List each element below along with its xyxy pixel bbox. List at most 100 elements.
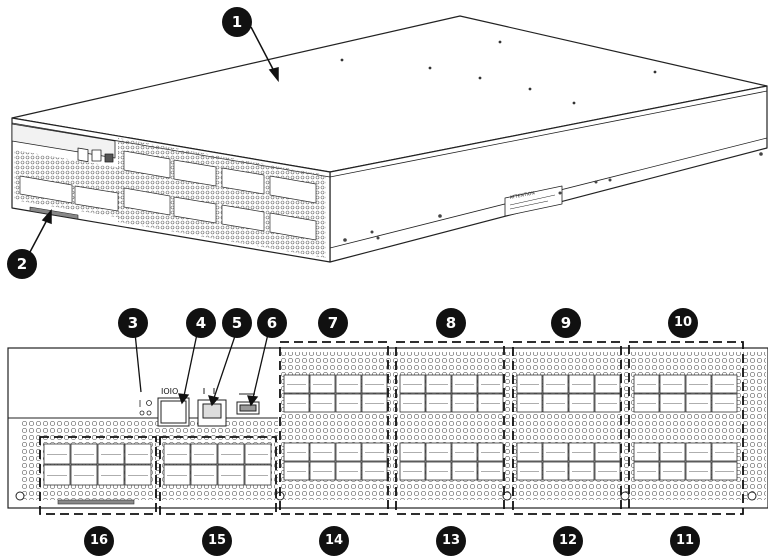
sfp-port bbox=[361, 461, 388, 481]
sfp-port bbox=[477, 374, 504, 394]
sfp-port bbox=[516, 442, 543, 462]
sfp-port bbox=[244, 443, 272, 465]
sfp-port bbox=[711, 393, 738, 413]
sfp-ports bbox=[43, 374, 738, 486]
callout-15: 15 bbox=[202, 526, 232, 556]
sfp-port bbox=[361, 442, 388, 462]
callout-6: 6 bbox=[257, 308, 287, 338]
sfp-port bbox=[399, 374, 426, 394]
sfp-port bbox=[309, 374, 336, 394]
sfp-port bbox=[451, 442, 478, 462]
sfp-port bbox=[477, 461, 504, 481]
sfp-port bbox=[190, 443, 218, 465]
callout-10: 10 bbox=[668, 308, 698, 338]
sfp-port bbox=[70, 443, 98, 465]
sfp-port bbox=[451, 461, 478, 481]
sfp-port bbox=[217, 443, 245, 465]
sfp-port bbox=[335, 374, 362, 394]
attention-label bbox=[504, 185, 563, 217]
sfp-port bbox=[43, 464, 71, 486]
sfp-port bbox=[43, 443, 71, 465]
sfp-port bbox=[568, 374, 595, 394]
sfp-port bbox=[594, 442, 621, 462]
sfp-port bbox=[633, 374, 660, 394]
isometric-port-blocks bbox=[19, 150, 317, 241]
sfp-port bbox=[361, 374, 388, 394]
sfp-port bbox=[568, 393, 595, 413]
sfp-port bbox=[711, 461, 738, 481]
sfp-port bbox=[685, 442, 712, 462]
management-port bbox=[157, 397, 190, 427]
sfp-port bbox=[594, 461, 621, 481]
callout-9: 9 bbox=[551, 308, 581, 338]
port-group-16 bbox=[39, 436, 157, 515]
callout-8: 8 bbox=[436, 308, 466, 338]
sfp-port bbox=[542, 442, 569, 462]
sfp-port bbox=[568, 442, 595, 462]
sfp-port bbox=[477, 393, 504, 413]
sfp-port bbox=[451, 374, 478, 394]
sfp-port bbox=[399, 442, 426, 462]
callout-13: 13 bbox=[436, 526, 466, 556]
sfp-port bbox=[399, 393, 426, 413]
sfp-port bbox=[516, 461, 543, 481]
sfp-port bbox=[217, 464, 245, 486]
sfp-port bbox=[283, 374, 310, 394]
sfp-port bbox=[542, 461, 569, 481]
callout-14: 14 bbox=[319, 526, 349, 556]
callout-5: 5 bbox=[222, 308, 252, 338]
sfp-port bbox=[283, 393, 310, 413]
port-group-10-11 bbox=[628, 341, 744, 515]
sfp-port bbox=[425, 461, 452, 481]
sfp-port bbox=[335, 461, 362, 481]
sfp-port bbox=[97, 443, 125, 465]
sfp-port bbox=[425, 374, 452, 394]
sfp-port bbox=[97, 464, 125, 486]
sfp-port bbox=[335, 393, 362, 413]
sfp-port bbox=[568, 461, 595, 481]
sfp-port bbox=[283, 461, 310, 481]
sfp-port bbox=[659, 374, 686, 394]
sfp-port bbox=[124, 443, 152, 465]
sfp-port bbox=[633, 442, 660, 462]
callout-16: 16 bbox=[84, 526, 114, 556]
sfp-port bbox=[685, 374, 712, 394]
sfp-port bbox=[309, 393, 336, 413]
callout-7: 7 bbox=[318, 308, 348, 338]
sfp-port bbox=[124, 464, 152, 486]
sfp-port bbox=[516, 374, 543, 394]
sfp-port bbox=[633, 461, 660, 481]
sfp-port bbox=[659, 393, 686, 413]
sfp-port bbox=[594, 374, 621, 394]
sfp-port bbox=[163, 464, 191, 486]
sfp-port bbox=[335, 442, 362, 462]
callout-12: 12 bbox=[553, 526, 583, 556]
sfp-port bbox=[542, 393, 569, 413]
sfp-port bbox=[477, 442, 504, 462]
sfp-port bbox=[70, 464, 98, 486]
callout-1: 1 bbox=[222, 7, 252, 37]
chassis-isometric: ATTENTION bbox=[11, 15, 768, 263]
ioio-label: IOIO bbox=[161, 387, 178, 396]
sfp-port bbox=[711, 374, 738, 394]
sfp-port bbox=[283, 442, 310, 462]
sfp-port bbox=[711, 442, 738, 462]
sfp-port bbox=[659, 442, 686, 462]
sfp-port bbox=[633, 393, 660, 413]
sfp-port bbox=[659, 461, 686, 481]
sfp-port bbox=[163, 443, 191, 465]
sfp-port bbox=[425, 393, 452, 413]
callout-11: 11 bbox=[670, 526, 700, 556]
sfp-port bbox=[425, 442, 452, 462]
callout-2: 2 bbox=[7, 249, 37, 279]
sfp-port bbox=[244, 464, 272, 486]
sfp-port bbox=[399, 461, 426, 481]
status-led bbox=[139, 400, 152, 416]
sfp-port bbox=[190, 464, 218, 486]
usb-port bbox=[236, 393, 260, 415]
sfp-port bbox=[516, 393, 543, 413]
port-group-15 bbox=[159, 436, 277, 515]
callout-4: 4 bbox=[186, 308, 216, 338]
sfp-port bbox=[685, 461, 712, 481]
